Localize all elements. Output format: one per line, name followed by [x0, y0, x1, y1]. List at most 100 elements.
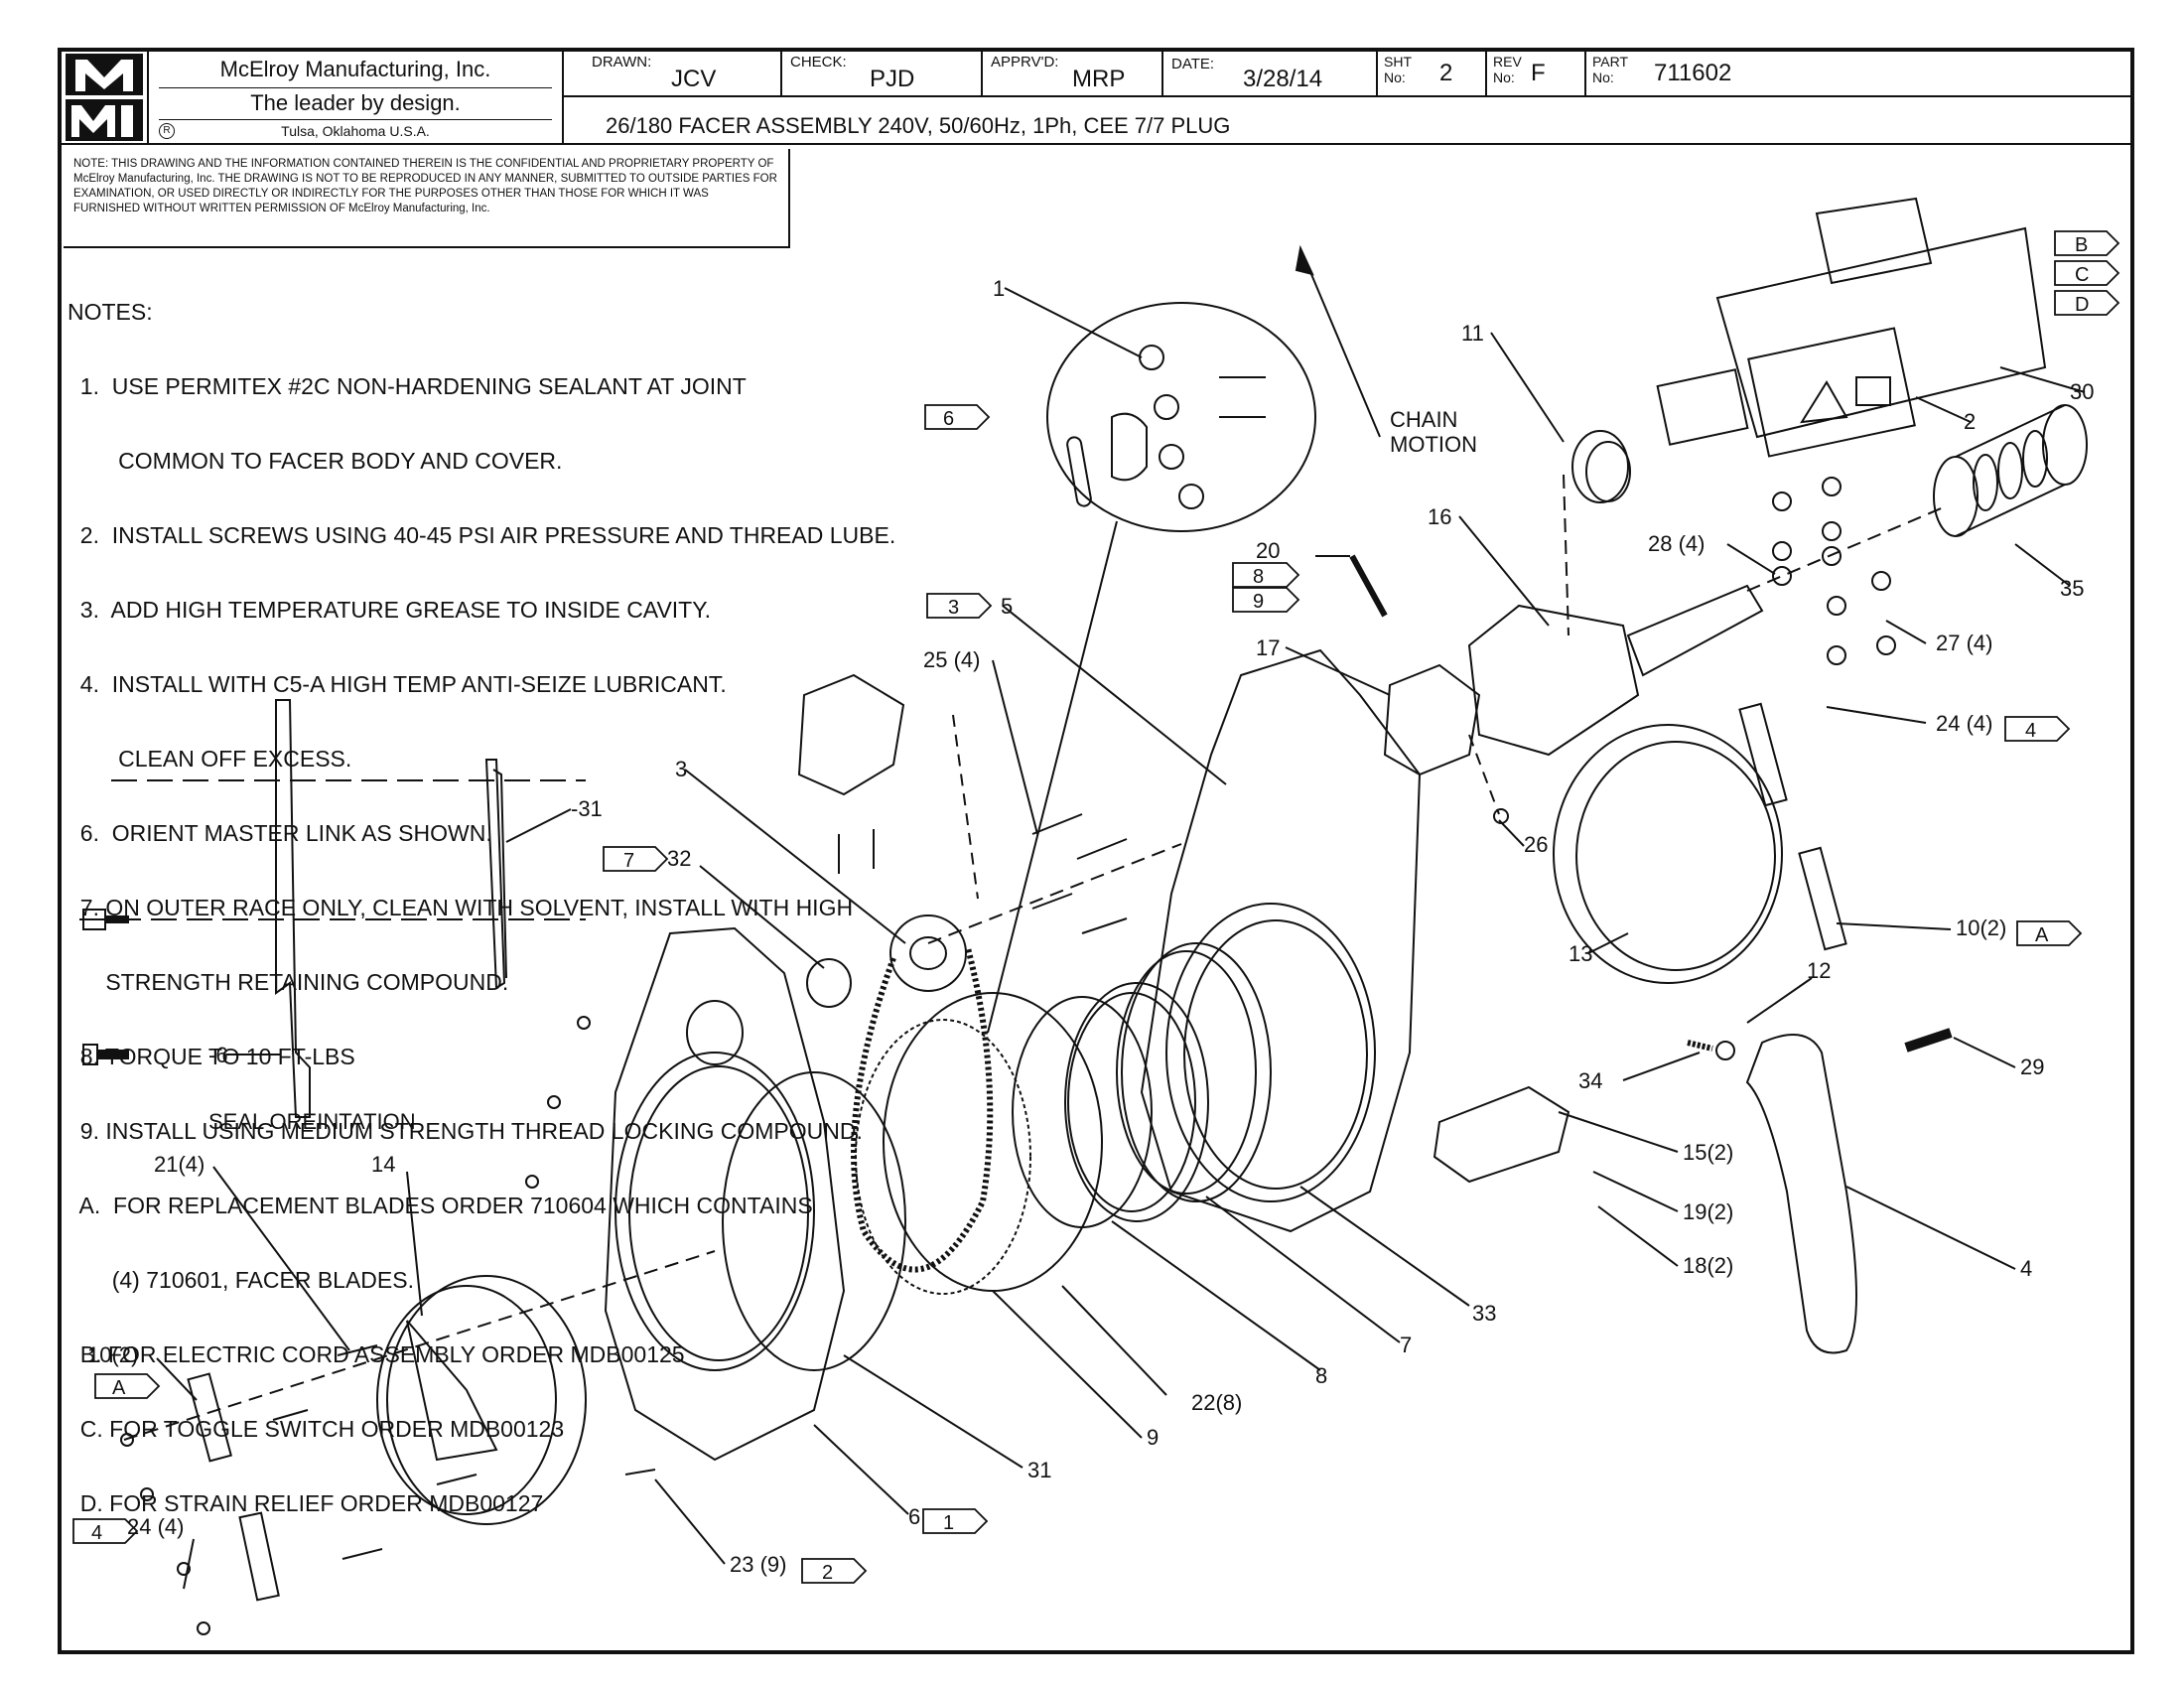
- gearbox-housing-16: [1467, 604, 1640, 757]
- note-flag-label: 7: [623, 850, 634, 872]
- chain-detail-circle: [1046, 302, 1316, 532]
- note-flag: [72, 1518, 139, 1544]
- note-line: CLEAN OFF EXCESS.: [68, 746, 352, 772]
- callout: 22(8): [1191, 1390, 1242, 1415]
- note-flag: [926, 593, 993, 619]
- note-flag-label: 9: [1253, 591, 1264, 613]
- note-line: 8. TORQUE TO 10 FT-LBS: [68, 1044, 355, 1069]
- note-flag-label: B: [2075, 234, 2088, 256]
- seal-orientation-section: [79, 699, 586, 1118]
- sht-label: SHT No:: [1384, 54, 1412, 85]
- sht-value: 2: [1439, 60, 1453, 86]
- note-flags: [72, 230, 2120, 1584]
- callout: 28 (4): [1648, 531, 1705, 556]
- seal-orientation-label: SEAL OREINTATION: [208, 1109, 416, 1134]
- clamp-15: [1433, 1085, 1570, 1184]
- note-flag: [1232, 562, 1300, 588]
- note-flag: [603, 846, 669, 872]
- company-tagline: The leader by design.: [250, 90, 461, 115]
- notes-block: NOTES: 1. USE PERMITEX #2C NON-HARDENING…: [68, 250, 895, 1541]
- note-flag-label: 3: [948, 597, 959, 619]
- note-flag-label: 1: [943, 1512, 954, 1534]
- date-label: DATE:: [1171, 56, 1215, 72]
- apprvd-value: MRP: [1072, 66, 1126, 92]
- note-flag: [2016, 920, 2083, 946]
- callout: 17: [1256, 635, 1280, 660]
- blade-24-left: [238, 1511, 280, 1602]
- callout: 34: [1578, 1068, 1602, 1093]
- callout: 10(2): [1956, 915, 2006, 940]
- callout: 23 (9): [730, 1552, 786, 1577]
- apprvd-label: APPRV'D:: [991, 54, 1059, 70]
- company-logo: [64, 52, 145, 143]
- note-line: 4. INSTALL WITH C5-A HIGH TEMP ANTI-SEIZ…: [68, 671, 727, 697]
- note-flag-label: 2: [822, 1562, 833, 1584]
- part-value: 711602: [1654, 60, 1732, 86]
- callout: 30: [2070, 379, 2094, 404]
- callout: 18(2): [1683, 1253, 1733, 1278]
- chain-motion-label: MOTION: [1390, 432, 1477, 457]
- blade-10: [1798, 846, 1847, 951]
- note-flag-label: 6: [943, 408, 954, 430]
- master-link-detail: [1066, 345, 1266, 509]
- rev-value: F: [1531, 60, 1546, 86]
- date-value: 3/28/14: [1243, 66, 1323, 92]
- callout: 10(2): [87, 1342, 138, 1367]
- facer-body-5: [1140, 648, 1422, 1233]
- callout: 13: [1569, 941, 1592, 966]
- note-line: STRENGTH RETAINING COMPOUND.: [68, 969, 509, 995]
- seal-33: [1121, 942, 1272, 1202]
- check-value: PJD: [870, 66, 915, 92]
- confidential-note-box: [64, 149, 790, 248]
- notes-heading: NOTES:: [68, 299, 153, 325]
- note-flag-label: D: [2075, 294, 2089, 316]
- note-line: 3. ADD HIGH TEMPERATURE GREASE TO INSIDE…: [68, 597, 711, 623]
- chain-motion-arrow: [1304, 259, 1381, 438]
- callout: 5: [1001, 594, 1013, 619]
- ring-8: [1012, 996, 1153, 1228]
- callout: 32: [667, 846, 691, 871]
- callout: 20: [1256, 538, 1280, 563]
- callout: 16: [1428, 504, 1451, 529]
- blade-10: [1738, 702, 1788, 807]
- note-line: 2. INSTALL SCREWS USING 40-45 PSI AIR PR…: [68, 522, 896, 548]
- callout: 6: [908, 1504, 920, 1529]
- note-flag-label: 4: [2025, 720, 2036, 742]
- bracket: [797, 673, 905, 796]
- callouts: 1 11 30 2 16 28 (4) 35 27 (4) 20 5 17 25…: [87, 276, 2094, 1577]
- bearing-32: [806, 958, 852, 1008]
- company-location: Tulsa, Oklahoma U.S.A.: [281, 123, 430, 139]
- note-flag: [2054, 290, 2120, 316]
- company-name: McElroy Manufacturing, Inc.: [219, 57, 491, 81]
- note-flag-label: 4: [91, 1522, 102, 1544]
- coupling-35: [1933, 404, 2088, 537]
- chain-motion-arrowhead: [1295, 244, 1314, 276]
- note-flag: [2054, 230, 2120, 256]
- callout: 3: [675, 757, 687, 781]
- callout: 29: [2020, 1055, 2044, 1079]
- seal-31: [722, 1071, 906, 1371]
- pin-29: [1904, 1028, 1953, 1053]
- note-flag-labels: 6 8 9 3 4 7 A A 1 2 4 B C D: [91, 234, 2089, 1584]
- callout: 19(2): [1683, 1199, 1733, 1224]
- part-label: PART No:: [1592, 54, 1628, 85]
- note-line: 9. INSTALL USING MEDIUM STRENGTH THREAD …: [68, 1118, 863, 1144]
- note-flag: [2004, 716, 2071, 742]
- callout: 4: [2020, 1256, 2032, 1281]
- drawn-value: JCV: [671, 66, 717, 92]
- callout: 24 (4): [1936, 711, 1992, 736]
- callout: 21(4): [154, 1152, 205, 1177]
- callout: 14: [371, 1152, 395, 1177]
- blade-holder-13: [1553, 724, 1783, 984]
- chain-motion-label: CHAIN: [1390, 407, 1457, 432]
- bearing-11: [1571, 430, 1629, 503]
- blade-10-left: [187, 1372, 232, 1463]
- seal-7: [1064, 982, 1209, 1222]
- callout: 35: [2060, 576, 2084, 601]
- note-flag: [94, 1373, 161, 1399]
- note-line: 1. USE PERMITEX #2C NON-HARDENING SEALAN…: [68, 373, 747, 399]
- blade-holder-14: [376, 1275, 587, 1525]
- callout: 31: [1027, 1458, 1051, 1482]
- callout: 27 (4): [1936, 631, 1992, 655]
